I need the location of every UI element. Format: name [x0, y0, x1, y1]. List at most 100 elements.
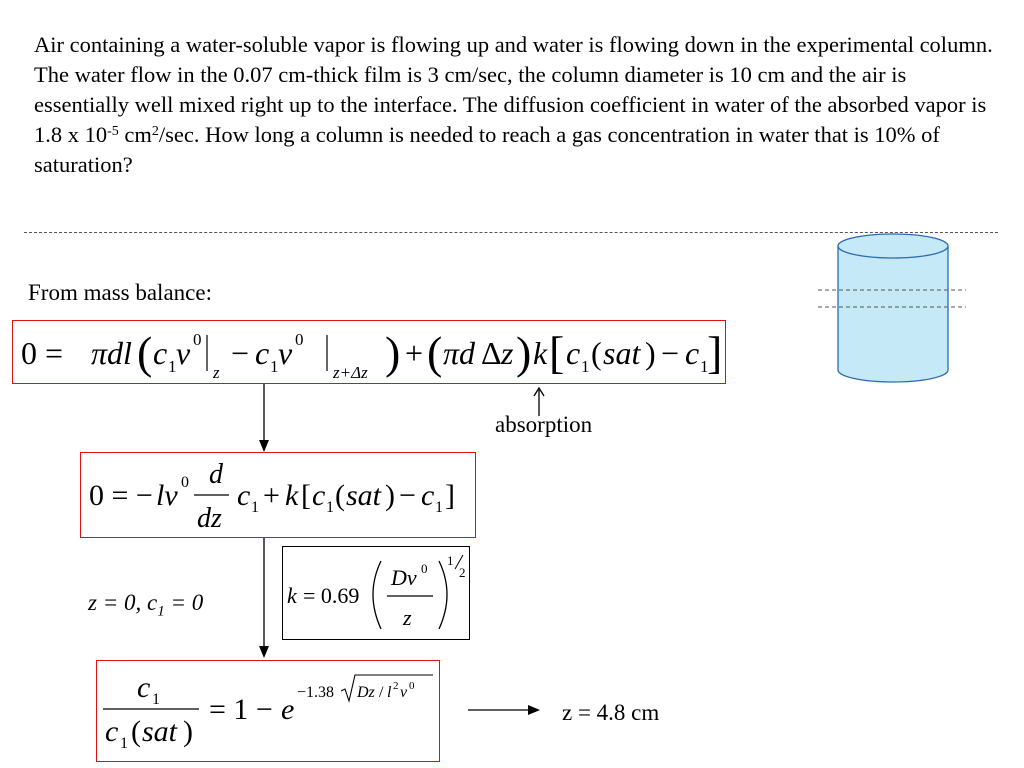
svg-text:−: − — [231, 335, 249, 371]
svg-text:lv: lv — [156, 479, 178, 512]
svg-text:0 =: 0 = — [21, 335, 63, 371]
svg-text:z: z — [212, 363, 220, 382]
svg-text:1: 1 — [435, 499, 443, 516]
svg-text:v: v — [278, 335, 293, 371]
svg-text:0: 0 — [409, 680, 415, 692]
section-divider — [24, 232, 998, 233]
absorption-label: absorption — [495, 412, 593, 437]
svg-text:): ) — [516, 327, 531, 378]
boundary-part-2: = 0 — [164, 590, 204, 615]
mass-balance-label: From mass balance: — [28, 280, 212, 305]
problem-text-3: /sec. How long a column is needed to rea… — [34, 122, 940, 177]
svg-text:c: c — [421, 479, 434, 512]
svg-text:= 0.69: = 0.69 — [303, 583, 359, 608]
svg-text:1: 1 — [120, 735, 128, 752]
svg-text:[: [ — [549, 327, 564, 378]
svg-text:1: 1 — [152, 691, 160, 708]
svg-text:dz: dz — [197, 503, 222, 534]
svg-text:1: 1 — [168, 357, 177, 376]
exponent-neg5: -5 — [107, 124, 119, 139]
problem-statement: Air containing a water-soluble vapor is … — [34, 30, 994, 180]
svg-text:πd: πd — [443, 335, 476, 371]
svg-text:/: / — [379, 684, 384, 701]
svg-text:1: 1 — [270, 357, 279, 376]
svg-text:2: 2 — [393, 680, 399, 692]
exponent-2: 2 — [151, 124, 159, 139]
result-value: z = 4.8 cm — [562, 700, 660, 725]
svg-text:0: 0 — [181, 474, 189, 491]
svg-text:(: ( — [335, 479, 345, 512]
svg-text:[: [ — [301, 479, 311, 512]
svg-text:Dz: Dz — [356, 684, 376, 701]
absorption-arrow-icon — [533, 386, 545, 416]
svg-text:c: c — [105, 715, 118, 748]
equation-mass-balance-math: 0 = πdl ( c 1 v 0 z − c 1 v 0 z+Δz ) + (… — [21, 327, 722, 382]
svg-text:d: d — [209, 459, 224, 490]
svg-text:]: ] — [707, 327, 722, 378]
svg-text:c: c — [255, 335, 269, 371]
svg-text:k: k — [287, 583, 298, 608]
svg-text:Δ: Δ — [481, 335, 502, 371]
svg-text:c: c — [137, 671, 150, 704]
svg-text:1: 1 — [700, 357, 709, 376]
svg-text:z: z — [500, 335, 514, 371]
svg-text:(: ( — [137, 327, 152, 378]
svg-text:(: ( — [131, 715, 141, 748]
boundary-condition: z = 0, c1 = 0 — [88, 590, 203, 621]
equation-solution-math: c 1 c 1 ( sat ) = 1 − e −1.38 Dz / l 2 v… — [103, 671, 433, 752]
svg-text:): ) — [385, 327, 400, 378]
svg-text:): ) — [183, 715, 193, 748]
svg-text:l: l — [387, 684, 392, 701]
down-arrow-1-icon — [259, 384, 269, 452]
svg-text:k: k — [533, 335, 548, 371]
column-cylinder-icon — [818, 233, 966, 383]
svg-text:v: v — [176, 335, 191, 371]
svg-text:−1.38: −1.38 — [297, 684, 334, 701]
svg-text:πdl: πdl — [91, 335, 132, 371]
equation-differential: 0 = − lv 0 d dz c 1 + k [ c 1 ( sat ) − … — [80, 452, 476, 538]
svg-text:−: − — [399, 479, 416, 512]
svg-text:c: c — [153, 335, 167, 371]
svg-text:c: c — [685, 335, 699, 371]
svg-text:= 1 −: = 1 − — [209, 693, 273, 726]
equation-k-math: k = 0.69 Dv 0 z 1 2 — [287, 553, 466, 630]
result-arrow-icon — [468, 705, 540, 715]
svg-text:+: + — [405, 335, 423, 371]
svg-text:z: z — [402, 605, 412, 630]
svg-text:k: k — [285, 479, 299, 512]
equation-k-correlation: k = 0.69 Dv 0 z 1 2 — [282, 546, 470, 640]
problem-text-2: cm — [118, 122, 152, 147]
svg-text:v: v — [400, 684, 408, 701]
equation-differential-math: 0 = − lv 0 d dz c 1 + k [ c 1 ( sat ) − … — [89, 459, 455, 534]
boundary-part-1: z = 0, c — [88, 590, 158, 615]
svg-text:1: 1 — [581, 357, 590, 376]
svg-text:0: 0 — [193, 330, 202, 349]
svg-text:2: 2 — [459, 565, 466, 580]
svg-text:1: 1 — [326, 499, 334, 516]
svg-text:−: − — [661, 335, 679, 371]
down-arrow-2-icon — [259, 538, 269, 658]
problem-text-1: Air containing a water-soluble vapor is … — [34, 32, 993, 147]
svg-text:): ) — [645, 335, 656, 371]
svg-text:sat: sat — [346, 479, 382, 512]
equation-solution: c 1 c 1 ( sat ) = 1 − e −1.38 Dz / l 2 v… — [96, 660, 440, 762]
svg-text:sat: sat — [603, 335, 641, 371]
svg-text:(: ( — [427, 327, 442, 378]
svg-text:sat: sat — [142, 715, 178, 748]
svg-text:1: 1 — [251, 499, 259, 516]
svg-text:+: + — [263, 479, 280, 512]
svg-text:c: c — [566, 335, 580, 371]
svg-text:e: e — [281, 693, 294, 726]
svg-text:0: 0 — [421, 561, 428, 576]
svg-text:c: c — [312, 479, 325, 512]
svg-text:): ) — [385, 479, 395, 512]
boundary-subscript: 1 — [157, 603, 165, 620]
svg-text:Dv: Dv — [390, 565, 417, 590]
svg-text:z+Δz: z+Δz — [332, 363, 368, 382]
svg-text:(: ( — [591, 335, 602, 371]
svg-text:0 = −: 0 = − — [89, 479, 153, 512]
svg-text:]: ] — [445, 479, 455, 512]
svg-text:0: 0 — [295, 330, 304, 349]
svg-text:1: 1 — [447, 553, 454, 568]
svg-text:c: c — [237, 479, 250, 512]
